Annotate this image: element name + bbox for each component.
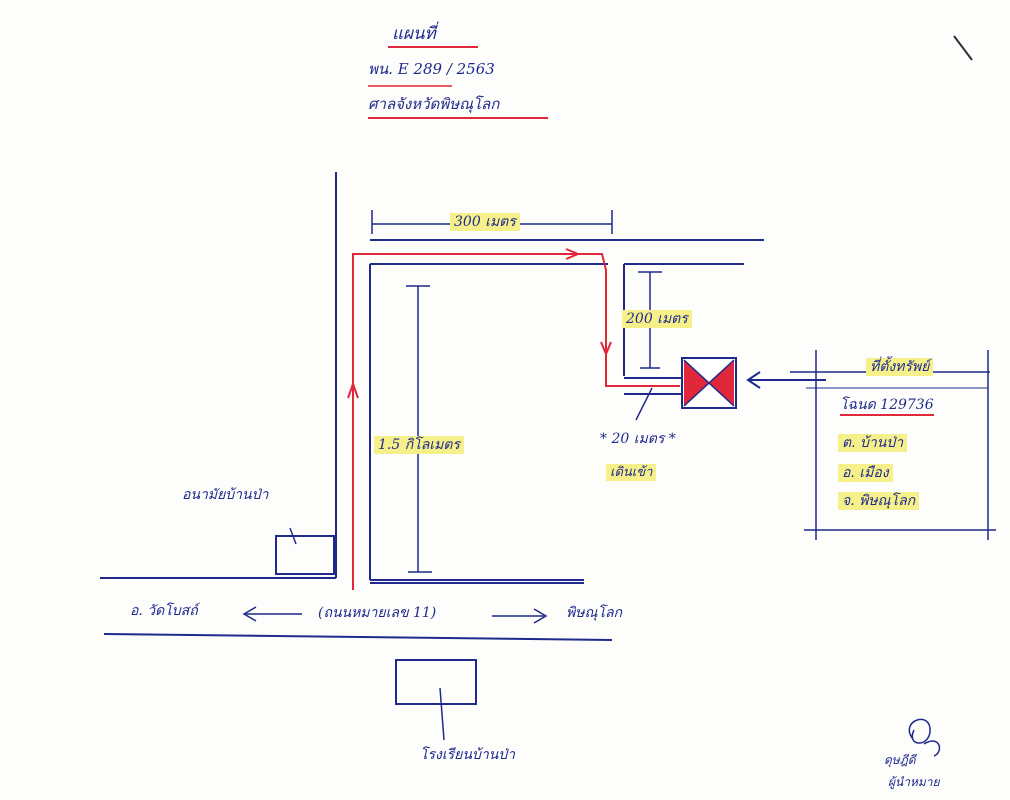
driveway-pointer bbox=[635, 387, 653, 421]
route-arrow-up bbox=[347, 381, 359, 399]
header-case-prefix: พน. bbox=[368, 60, 393, 78]
label-health-station: อนามัยบ้านป่า bbox=[182, 487, 269, 503]
highway-arrowhead bbox=[242, 606, 257, 622]
label-house-note: เดินเข้า bbox=[606, 464, 657, 481]
label-highway-left: อ. วัดโบสถ์ bbox=[130, 603, 198, 619]
label-school: โรงเรียนบ้านป่า bbox=[420, 747, 516, 763]
label-300m: 300 เมตร bbox=[450, 213, 520, 231]
route-arrow-down bbox=[600, 341, 612, 357]
label-1-5km: 1.5 กิโลเมตร bbox=[374, 436, 464, 454]
label-highway-right: พิษณุโลก bbox=[566, 605, 623, 621]
landmark-pointer bbox=[439, 687, 445, 741]
header-title: แผนที่ bbox=[392, 24, 436, 44]
health-station-box bbox=[275, 535, 335, 575]
label-200m: 200 เมตร bbox=[622, 310, 692, 328]
pen-mark bbox=[953, 35, 973, 61]
highway-edge bbox=[103, 633, 613, 641]
header-case-number: E 289 / 2563 bbox=[397, 60, 495, 78]
header-case: พน. E 289 / 2563 bbox=[368, 62, 495, 77]
landmark-pointer bbox=[289, 527, 297, 545]
signature-name: ดุษฎีดี bbox=[884, 753, 916, 767]
info-province: จ. พิษณุโลก bbox=[838, 492, 920, 510]
label-20m: * 20 เมตร * bbox=[600, 431, 676, 447]
signature-scribble bbox=[908, 718, 941, 757]
info-deed: โฉนด 129736 bbox=[840, 398, 934, 416]
route-arrow-right bbox=[565, 248, 581, 260]
header-court: ศาลจังหวัดพิษณุโลก bbox=[368, 95, 500, 113]
route-path bbox=[352, 253, 680, 590]
info-subdistrict: ต. บ้านป่า bbox=[838, 434, 908, 452]
signature-role: ผู้นำหมาย bbox=[888, 775, 940, 789]
target-cross bbox=[683, 359, 735, 407]
target-marker bbox=[684, 360, 709, 406]
target-marker bbox=[709, 360, 734, 406]
pointer-arrowhead bbox=[746, 371, 761, 389]
label-highway-name: (ถนนหมายเลข 11) bbox=[318, 605, 437, 621]
info-title: ที่ตั้งทรัพย์ bbox=[866, 358, 934, 376]
school-box bbox=[395, 659, 477, 705]
info-district: อ. เมือง bbox=[838, 464, 893, 482]
highway-arrowhead bbox=[533, 608, 548, 624]
